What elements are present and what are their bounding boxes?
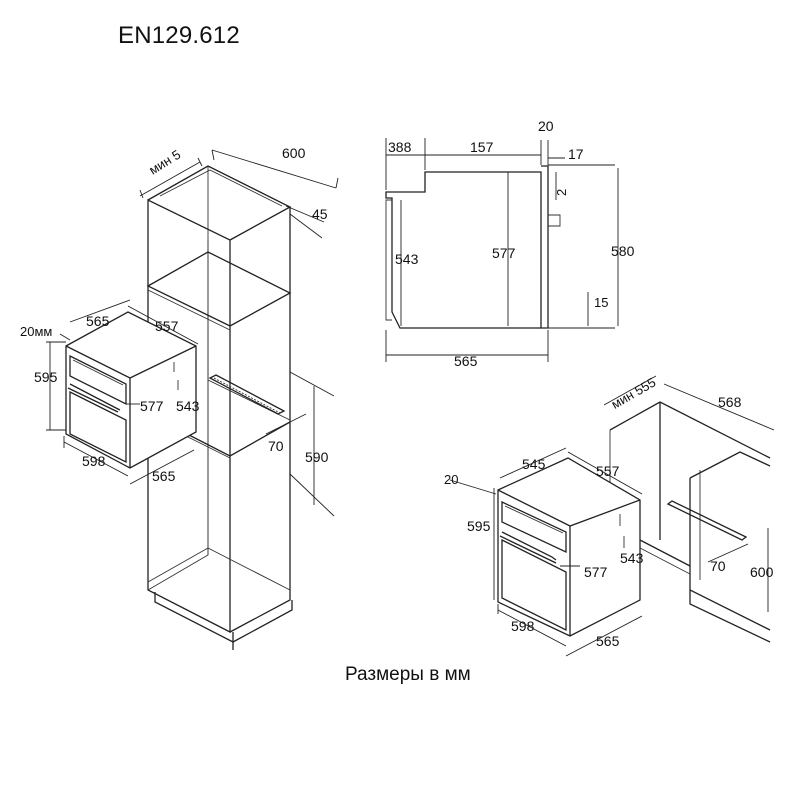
- units-caption: Размеры в мм: [345, 664, 471, 685]
- column-rear-label: 45: [312, 206, 328, 222]
- left-oven-gap-label: 20мм: [20, 324, 52, 339]
- side-view-a-label: 388: [388, 139, 412, 155]
- side-view-b-label: 157: [470, 139, 494, 155]
- side-view-h-label: 580: [611, 243, 635, 259]
- left-oven-height-label: 595: [34, 369, 58, 385]
- right-oven: 20 545 557 595 577 543 598 565: [444, 447, 644, 657]
- right-oven-height-label: 595: [467, 518, 491, 534]
- under-vent-label: 70: [710, 558, 726, 574]
- side-view-g-label: 577: [492, 245, 516, 261]
- left-oven-depth-label: 565: [152, 468, 176, 484]
- right-oven-top-depth-label: 557: [596, 463, 620, 479]
- under-counter-cabinet: мин 555 568 70 600: [603, 374, 775, 643]
- column-depth-label: 600: [282, 145, 306, 161]
- side-view-i-label: 15: [594, 295, 608, 310]
- column-min-gap-label: мин 5: [146, 147, 183, 178]
- left-oven-top-width-label: 565: [86, 313, 110, 329]
- column-vent-label: 70: [268, 438, 284, 454]
- left-oven-side-height-label: 543: [176, 398, 200, 414]
- left-oven: 20мм 565 557 595 577 543 598 565: [20, 299, 200, 485]
- right-oven-width-label: 598: [511, 618, 535, 634]
- model-title: EN129.612: [118, 22, 240, 49]
- side-view-d-label: 17: [568, 146, 584, 162]
- oven-side-view: 388 157 20 17 2 543 577 580 15 565: [385, 118, 635, 369]
- side-view-j-label: 565: [454, 353, 478, 369]
- left-oven-inner-height-label: 577: [140, 398, 164, 414]
- under-min-gap-label: мин 555: [609, 374, 659, 411]
- side-view-f-label: 543: [395, 251, 419, 267]
- right-oven-gap-label: 20: [444, 472, 458, 487]
- under-height-label: 600: [750, 564, 774, 580]
- column-niche-height-label: 590: [305, 449, 329, 465]
- side-view-e-label: 2: [554, 189, 569, 196]
- right-oven-depth-label: 565: [596, 633, 620, 649]
- right-oven-side-height-label: 543: [620, 550, 644, 566]
- under-depth-label: 568: [718, 394, 742, 410]
- left-oven-width-label: 598: [82, 453, 106, 469]
- side-view-c-label: 20: [538, 118, 554, 134]
- right-oven-inner-height-label: 577: [584, 564, 608, 580]
